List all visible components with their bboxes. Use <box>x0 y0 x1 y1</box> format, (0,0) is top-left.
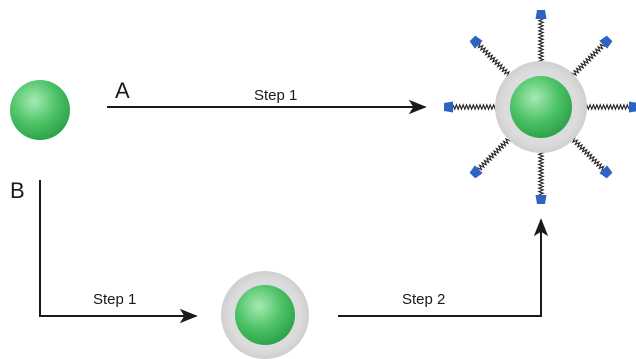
ligand-chain <box>570 136 605 172</box>
ligand-chain <box>570 43 606 78</box>
route-b-step1-label: Step 1 <box>93 291 137 308</box>
route-b-label: B <box>10 178 25 203</box>
ligand-chain <box>476 136 512 171</box>
bare-nanoparticle <box>10 80 70 140</box>
route-a-label: A <box>115 78 130 103</box>
route-b-step1-arrow <box>39 180 198 324</box>
ligand-head <box>535 10 547 19</box>
route-b-step2-arrow <box>338 218 549 317</box>
ligand-head <box>599 165 613 179</box>
final-core <box>510 76 572 138</box>
ligand-head <box>629 101 636 113</box>
ligand-head <box>469 165 483 179</box>
shell-coated-nanoparticle <box>221 271 309 359</box>
ligand-group <box>444 10 636 204</box>
ligand-head <box>599 35 613 49</box>
route-b-step2-label: Step 2 <box>402 291 446 308</box>
ligand-chain <box>584 103 630 111</box>
ligand-chain <box>452 103 498 111</box>
ligand-head <box>444 101 453 113</box>
functionalized-nanoparticle <box>444 10 636 204</box>
ligand-chain <box>537 18 545 64</box>
ligand-head <box>469 35 483 49</box>
ligand-chain <box>477 42 512 78</box>
ligand-chain <box>537 150 545 196</box>
intermediate-core <box>235 285 295 345</box>
route-a-step1-label: Step 1 <box>254 87 298 104</box>
ligand-head <box>535 195 547 204</box>
